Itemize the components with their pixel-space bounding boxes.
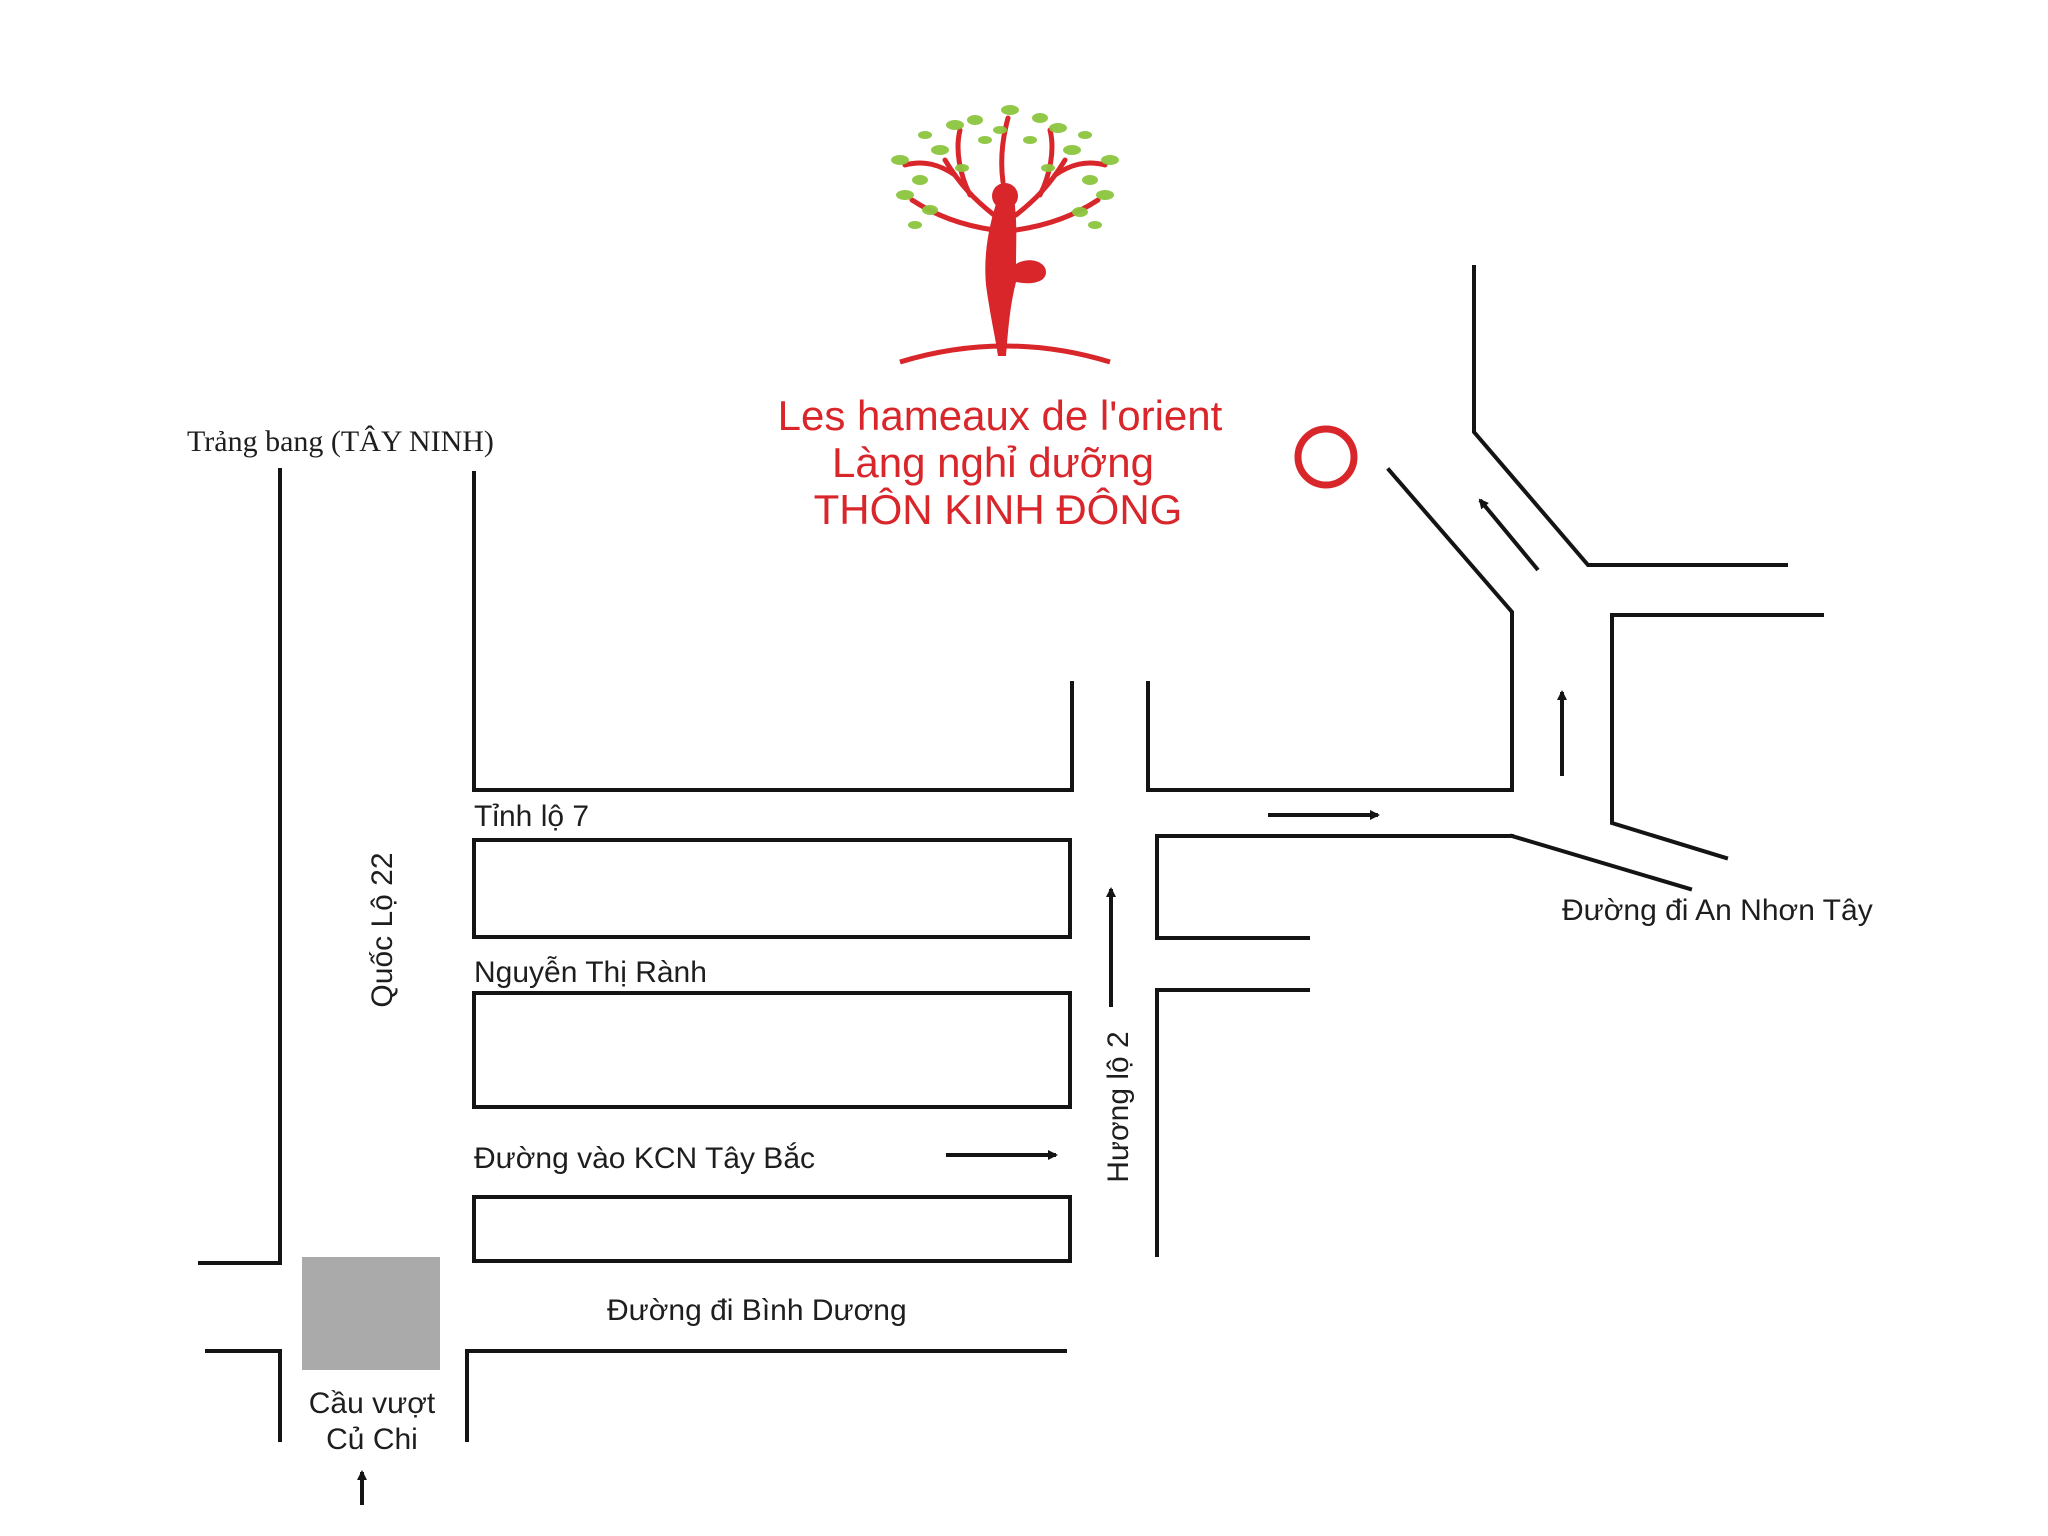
block-3	[472, 1195, 1072, 1263]
label-trang-bang: Trảng bang (TÂY NINH)	[187, 425, 494, 458]
label-an-nhon-tay: Đường đi An Nhơn Tây	[1562, 894, 1873, 927]
label-cau-vuot-line-1: Cầu vượt	[309, 1387, 436, 1420]
label-cau-vuot-line-2: Củ Chi	[326, 1423, 418, 1456]
brand-name-line-1: Les hameaux de l'orient	[778, 392, 1223, 439]
arrow-up-left-icon	[1478, 498, 1540, 572]
brand-name-line-3: THÔN KINH ĐÔNG	[814, 486, 1183, 533]
label-kcn-tay-bac: Đường vào KCN Tây Bắc	[474, 1142, 815, 1175]
road-north-branch-west	[1472, 265, 1788, 567]
label-quoc-lo-22: Quốc Lộ 22	[366, 852, 399, 1007]
block-1	[472, 838, 1072, 939]
road-east-branch	[1610, 613, 1824, 861]
label-tinh-lo-7: Tỉnh lộ 7	[474, 800, 589, 833]
overpass-square	[302, 1257, 440, 1370]
road-huong-lo-2-east-upper	[1155, 834, 1514, 940]
road-huong-lo-2-east-lower	[1155, 988, 1310, 1257]
road-diagonal-to-destination	[1386, 467, 1514, 792]
block-2	[472, 991, 1072, 1109]
road-network	[198, 265, 1824, 1442]
yoga-tree-icon	[891, 105, 1119, 365]
label-binh-duong: Đường đi Bình Dương	[607, 1294, 907, 1327]
road-an-nhon-tay-south-edge	[1509, 833, 1693, 892]
direction-arrows	[357, 498, 1567, 1505]
label-huong-lo-2: Hương lộ 2	[1102, 1031, 1135, 1183]
label-nguyen-thi-ranh: Nguyễn Thị Rành	[474, 956, 707, 989]
brand-name-line-2: Làng nghỉ dưỡng	[832, 439, 1154, 486]
location-circle-icon	[1294, 425, 1358, 489]
